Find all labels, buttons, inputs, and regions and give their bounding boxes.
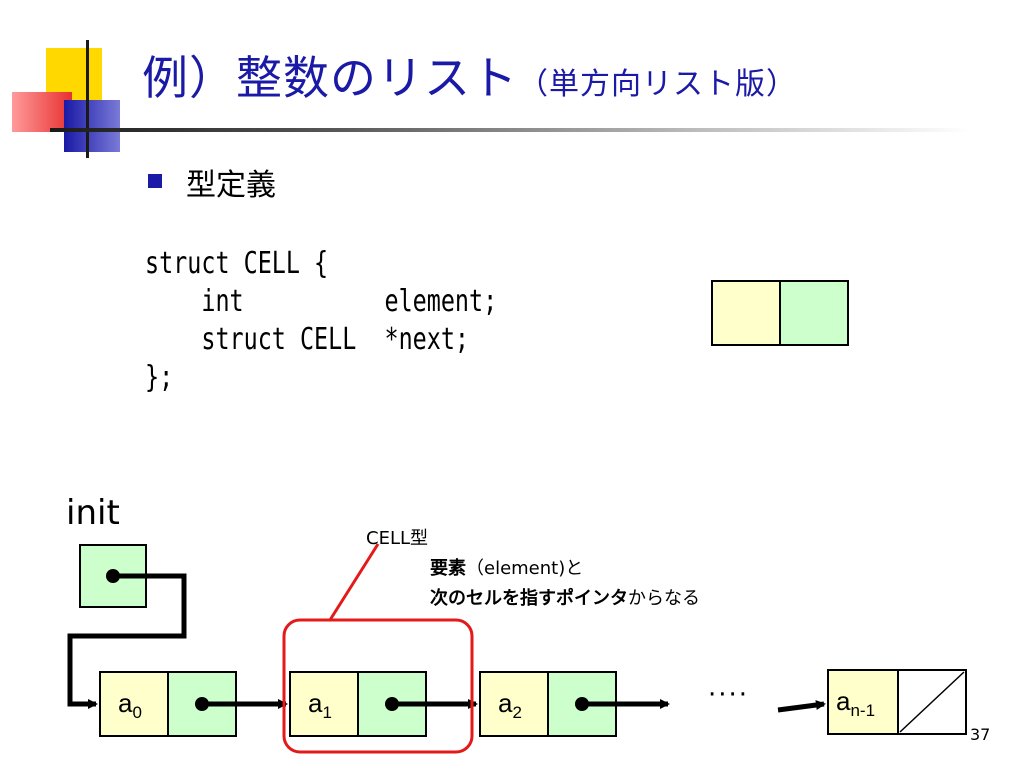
node-0-element-field: [99, 671, 169, 737]
slide-title: 例）整数のリスト（単方向リスト版）: [142, 42, 797, 108]
decor-blue-square: [64, 100, 120, 152]
node-n-1-element-field: [827, 669, 899, 735]
legend-pointer-field: [779, 280, 849, 346]
node-2-element-field: [479, 671, 549, 737]
page-number: 37: [970, 725, 991, 744]
node-1-element-field: [289, 671, 359, 737]
title-subtitle: （単方向リスト版）: [518, 67, 797, 102]
bullet-type-definition: 型定義: [186, 168, 276, 203]
code-line: int element;: [145, 284, 498, 319]
cell-highlight-box: [282, 618, 474, 754]
init-label: init: [66, 493, 120, 533]
node-n-1-label: an-1: [836, 686, 876, 721]
note-line-element: 要素（element)と: [430, 558, 584, 579]
node-0-label: a0: [118, 688, 142, 723]
decor-vertical-line: [86, 40, 89, 158]
code-line: struct CELL *next;: [145, 322, 470, 357]
bullet-square-icon: [148, 174, 162, 188]
null-pointer-slash: [899, 671, 965, 733]
code-line: struct CELL {: [145, 246, 329, 281]
code-line: };: [145, 360, 174, 395]
init-pointer-arrow: [67, 573, 187, 709]
note-line-cell-type: CELL型: [366, 528, 428, 549]
title-underline: [50, 128, 970, 132]
code-block: struct CELL { int element; struct CELL *…: [145, 245, 497, 397]
node-1-label: a1: [308, 688, 332, 723]
title-main: 例）整数のリスト: [142, 51, 518, 105]
node-2-label: a2: [498, 688, 522, 723]
ellipsis: ····: [708, 680, 750, 710]
decor-red-square: [12, 92, 72, 132]
note-line-pointer: 次のセルを指すポインタからなる: [430, 588, 700, 609]
cell-highlight-connector: [328, 543, 380, 621]
node-n-1-incoming-arrow: [777, 700, 826, 713]
cell-type-note: CELL型 要素（element)と 次のセルを指すポインタからなる: [366, 524, 700, 614]
